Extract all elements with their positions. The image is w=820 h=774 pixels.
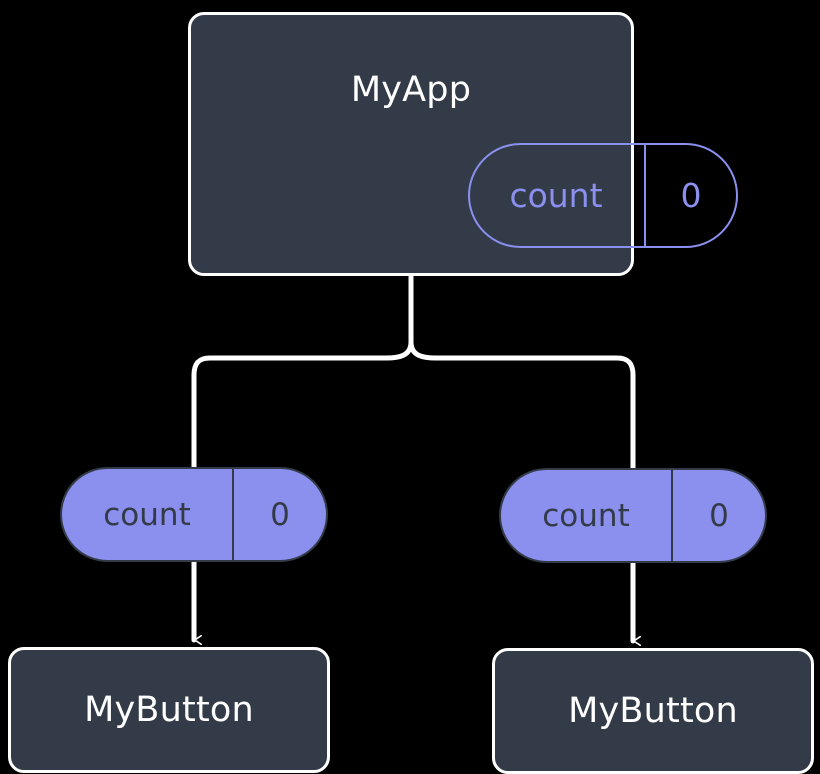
state-value-label: 0 — [709, 497, 729, 534]
state-value-label: 0 — [680, 176, 702, 215]
state-key-label: count — [501, 470, 673, 561]
connector-root-branch-right — [408, 339, 636, 472]
connector-root-branch — [191, 274, 414, 471]
component-title-myapp: MyApp — [350, 70, 472, 110]
state-pill-right[interactable]: count 0 — [499, 468, 767, 563]
component-title-mybutton: MyButton — [84, 690, 254, 730]
state-key-label: count — [62, 469, 234, 560]
component-card-mybutton-right[interactable]: MyButton — [492, 648, 814, 774]
state-pill-myapp[interactable]: count 0 — [468, 143, 738, 248]
component-title-mybutton: MyButton — [568, 691, 738, 731]
state-pill-left[interactable]: count 0 — [60, 467, 328, 562]
state-value-label: 0 — [270, 496, 290, 533]
state-key-label: count — [470, 145, 646, 246]
component-card-mybutton-left[interactable]: MyButton — [8, 647, 330, 773]
component-card-myapp[interactable]: MyApp count 0 — [188, 12, 738, 276]
